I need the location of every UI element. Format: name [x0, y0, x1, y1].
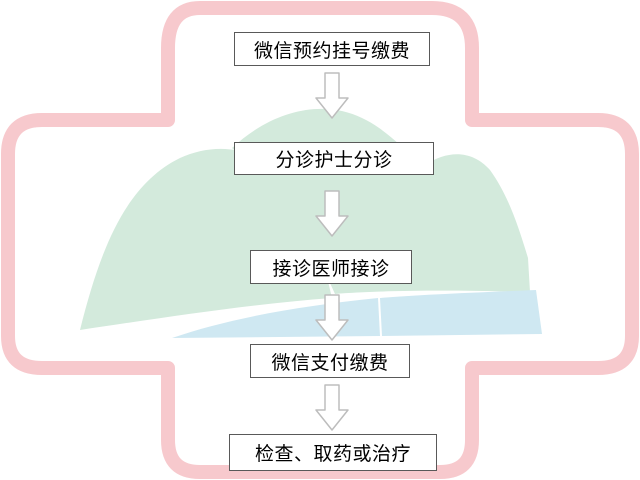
- step-triage-nurse: 分诊护士分诊: [234, 142, 434, 175]
- arrow-down-icon: [315, 72, 349, 119]
- arrow-down-icon: [315, 190, 349, 237]
- step-wechat-payment: 微信支付缴费: [250, 344, 410, 378]
- left-mountain-shape: [80, 148, 332, 330]
- river-band-right: [380, 290, 542, 336]
- arrow-down-icon: [315, 384, 349, 431]
- arrow-down-icon: [315, 294, 349, 341]
- step-wechat-appointment: 微信预约挂号缴费: [234, 32, 430, 66]
- step-exam-medicine-treatment: 检查、取药或治疗: [229, 434, 437, 471]
- step-physician-consult: 接诊医师接诊: [250, 250, 412, 284]
